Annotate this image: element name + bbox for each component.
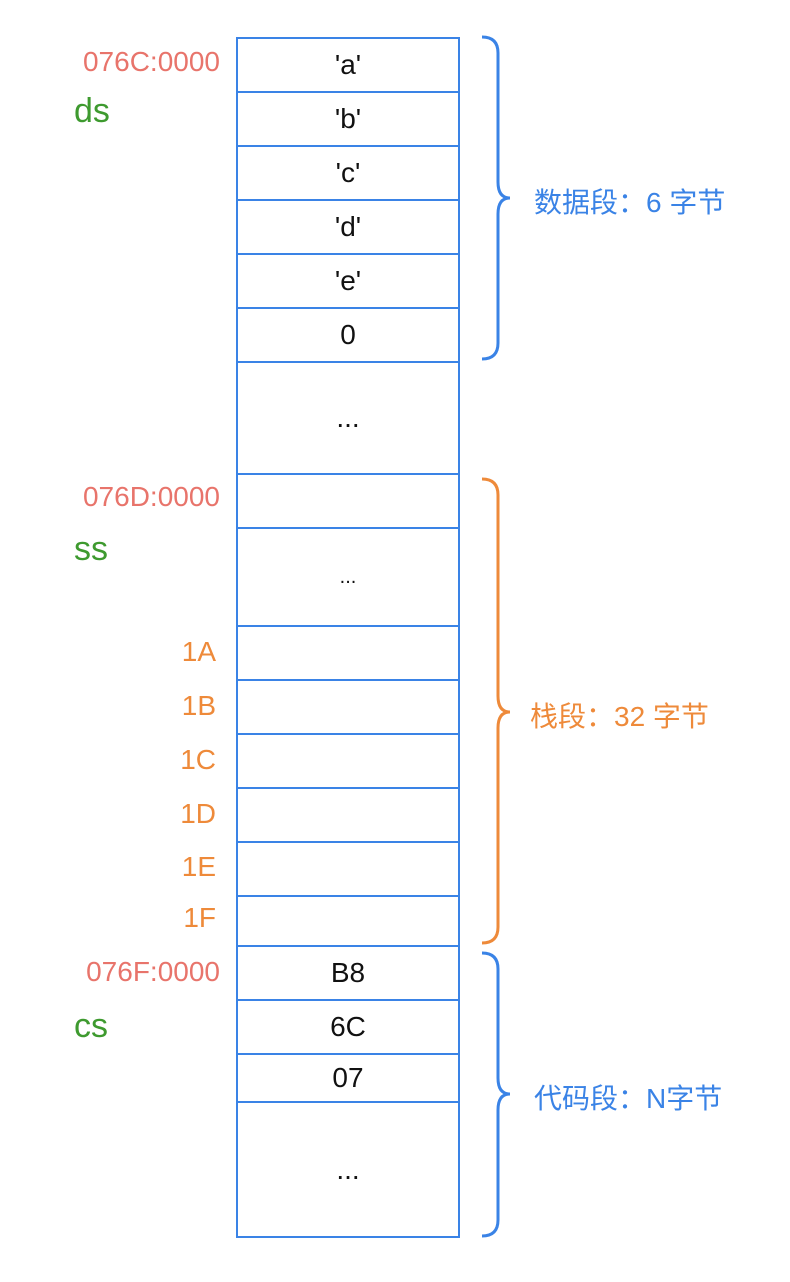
stack-offset-label: 1E: [181, 851, 216, 882]
memory-cell: 'a': [236, 37, 460, 93]
memory-gap-cell: ...: [236, 361, 460, 475]
code-segment-address: 076F:0000: [86, 956, 220, 987]
cs-register-label: cs: [74, 1007, 108, 1045]
memory-cell: 'c': [236, 145, 460, 201]
code-segment-brace: [481, 951, 511, 1238]
stack-offset-label: 1D: [180, 798, 216, 829]
stack-offset-label: 1C: [180, 744, 216, 775]
ss-register-label: ss: [74, 530, 108, 568]
stack-offset-label: 1F: [183, 902, 216, 933]
memory-cell: 07: [236, 1053, 460, 1103]
stack-offset-label: 1A: [181, 636, 216, 667]
memory-cell: [236, 841, 460, 897]
data-segment-address: 076C:0000: [82, 46, 220, 77]
stack-offset-label: 1B: [181, 690, 216, 721]
data-segment-brace: [481, 35, 511, 361]
memory-cell: [236, 895, 460, 947]
memory-cell: [236, 473, 460, 529]
memory-gap-cell: ...: [236, 527, 460, 627]
memory-cell: [236, 625, 460, 681]
memory-cell: 'd': [236, 199, 460, 255]
code-segment-label: 代码段：N字节: [534, 1083, 723, 1114]
stack-segment-label: 栈段：32 字节: [530, 701, 709, 732]
memory-cell: 'b': [236, 91, 460, 147]
memory-cell: 6C: [236, 999, 460, 1055]
memory-cell: B8: [236, 945, 460, 1001]
ds-register-label: ds: [74, 92, 110, 130]
memory-gap-cell: ...: [236, 1101, 460, 1238]
stack-segment-brace: [481, 477, 511, 945]
data-segment-label: 数据段：6 字节: [534, 187, 726, 218]
memory-cell: 0: [236, 307, 460, 363]
stack-segment-address: 076D:0000: [82, 481, 220, 512]
